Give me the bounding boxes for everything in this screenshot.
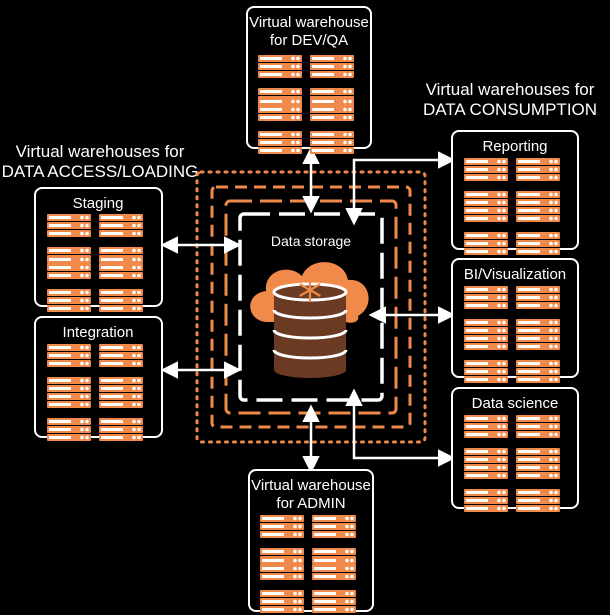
warehouse-admin-subtitle: for ADMIN bbox=[276, 495, 345, 512]
warehouse-devqa-title: Virtual warehouse bbox=[249, 14, 369, 31]
consumption-group-sublabel: DATA CONSUMPTION bbox=[423, 100, 597, 119]
boundary-outer-dotted bbox=[195, 170, 427, 444]
arrow-datascience bbox=[345, 388, 456, 467]
access-group-label: Virtual warehouses for bbox=[16, 142, 185, 161]
access-group-sublabel: DATA ACCESS/LOADING bbox=[2, 162, 199, 181]
warehouse-datascience: Data science bbox=[451, 387, 579, 512]
warehouse-bi-title: BI/Visualization bbox=[464, 266, 566, 283]
warehouse-admin: Virtual warehouse for ADMIN bbox=[248, 469, 374, 613]
warehouse-admin-title: Virtual warehouse bbox=[251, 477, 371, 494]
data-storage-label: Data storage bbox=[271, 233, 351, 249]
cloud-database-icon bbox=[250, 262, 369, 378]
warehouse-devqa: Virtual warehouse for DEV/QA bbox=[246, 6, 372, 154]
warehouse-datascience-title: Data science bbox=[472, 395, 559, 412]
warehouse-integration: Integration bbox=[34, 316, 163, 441]
warehouse-reporting: Reporting bbox=[451, 130, 579, 255]
warehouse-staging-title: Staging bbox=[73, 195, 124, 212]
warehouse-bi: BI/Visualization bbox=[451, 258, 579, 383]
connectors bbox=[160, 146, 456, 474]
arrow-reporting bbox=[345, 151, 456, 226]
warehouse-devqa-subtitle: for DEV/QA bbox=[270, 32, 348, 49]
consumption-group-label: Virtual warehouses for bbox=[426, 80, 595, 99]
snowflake-icon bbox=[299, 277, 321, 303]
warehouse-reporting-title: Reporting bbox=[482, 138, 547, 155]
warehouse-staging: Staging bbox=[34, 187, 163, 312]
warehouse-integration-title: Integration bbox=[63, 324, 134, 341]
